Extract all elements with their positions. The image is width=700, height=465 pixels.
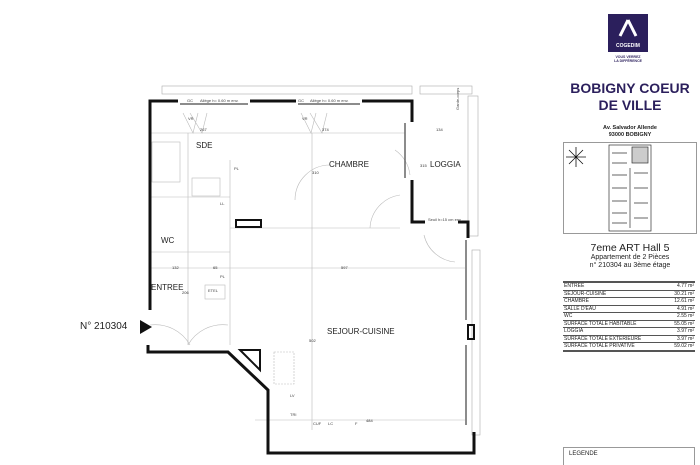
legend-box: LEGENDE [563,447,695,465]
legend-title: LEGENDE [569,451,598,457]
room-area: 4.91 m² [666,304,695,313]
allege-note-2: Allège h= 0.60 m env. [310,98,349,103]
dimension: 310 [312,170,319,175]
dimension: 267 [200,127,207,132]
fixture-cuf: CUF [313,421,322,426]
room-name: SURFACE TOTALE EXTERIEURE [563,334,667,343]
room-name: SURFACE TOTALE HABITABLE [563,319,667,328]
room-name: ENTREE [563,281,667,290]
allege-note: Allège h= 0.60 m env. [200,98,239,103]
room-name: SURFACE TOTALE PRIVATIVE [563,342,667,352]
address-street: Av. Salvador Allende [603,125,657,131]
fixture-ll: LL [220,201,225,206]
fixture-pl-2: PL [220,274,225,279]
project-title-line: DE VILLE [598,97,662,113]
apartment-heading: 7eme ART Hall 5 Appartement de 2 Pièces … [560,242,700,270]
dimension: 132 [172,265,179,270]
floor-plan [140,85,481,455]
room-area: 2.55 m² [666,312,695,320]
room-area: 59.02 m² [666,342,695,352]
address-city: 93000 BOBIGNY [608,132,652,138]
dimension: 65 [213,265,218,270]
cogedim-logo: COGEDIM [608,14,648,52]
room-area: 3.97 m² [666,327,695,335]
room-name: SEJOUR-CUISINE [563,289,667,298]
dimension: 502 [309,338,316,343]
fixture-etel: ETEL [208,288,219,293]
tagline-line: LA DIFFÉRENCE [614,59,642,63]
dimension: 374 [322,127,329,132]
apartment-plan-number: N° 210304 [80,321,128,332]
room-area: 55.05 m² [666,319,695,328]
fixture-tri: TRI [290,412,297,417]
room-area: 3.97 m² [666,334,695,343]
dimension: 206 [182,290,189,295]
fixture-gc: GC [187,98,193,103]
entrance-arrow-icon [140,320,152,334]
apartment-type: Appartement de 2 Pièces [590,254,670,261]
room-label-entree: ENTREE [151,283,184,292]
room-label-sde: SDE [196,141,213,150]
room-name: WC [563,312,667,320]
dimension: 484 [366,418,373,423]
apartment-number-floor: n° 210304 au 3ème étage [589,262,671,269]
room-name: SALLE D'EAU [563,304,667,313]
fixture-f: F [355,421,358,426]
building-name: 7eme ART Hall 5 [590,242,670,254]
compass-icon [566,147,586,167]
logo-brand: COGEDIM [616,43,640,49]
room-label-wc: WC [161,236,175,245]
room-area: 4.77 m² [666,281,695,290]
seuil-note: Seuil h=15 cm env. [428,217,462,222]
dimension: 134 [436,127,443,132]
room-label-loggia: LOGGIA [430,160,461,169]
fixture-vr: VR [188,116,194,121]
building-plan-thumbnail [608,144,652,232]
railings [161,85,481,436]
interior-partitions [149,112,465,430]
room-label-sejour-cuisine: SEJOUR-CUISINE [327,327,395,336]
tagline-line: VOUS VERREZ [615,55,641,59]
garde-corps-note: Garde-corps [455,87,460,110]
dimension: 597 [341,265,348,270]
windows [180,103,467,425]
dimension: 315 [420,163,427,168]
room-area: 30.21 m² [666,289,695,298]
project-title-line: BOBIGNY COEUR [570,80,690,96]
room-label-chambre: CHAMBRE [329,160,370,169]
logo-chevron-icon [618,19,638,37]
fixture-lc: LC [328,421,334,426]
fixture-pl: PL [234,166,239,171]
fixture-lv: LV [290,393,295,398]
fixture-vr-2: VR [302,116,308,121]
fixture-gc-2: GC [298,98,304,103]
location-plan [563,142,697,234]
exterior-walls [146,99,476,455]
room-name: LOGGIA [563,327,667,335]
room-area: 12.61 m² [666,297,695,305]
room-name: CHAMBRE [563,297,667,305]
